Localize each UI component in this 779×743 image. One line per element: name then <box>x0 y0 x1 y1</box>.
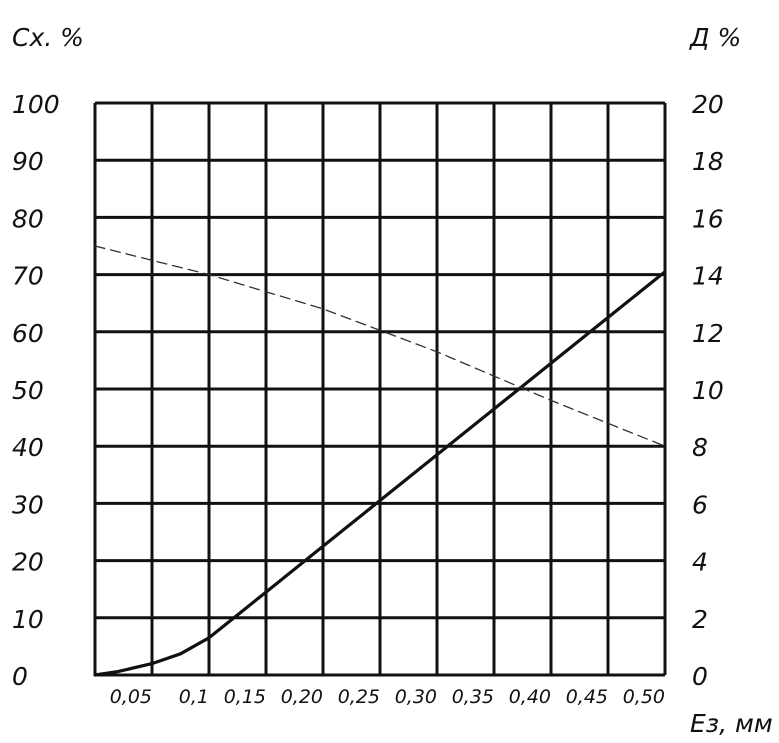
right-tick-label: 16 <box>692 204 724 233</box>
series-line-solid <box>93 270 667 677</box>
x-tick-label: 0,40 <box>509 686 551 708</box>
left-tick-label: 10 <box>12 605 44 634</box>
x-tick-label: 0,50 <box>623 686 665 708</box>
x-axis-title: Eз, мм <box>690 709 773 738</box>
right-tick-label: 6 <box>692 490 708 519</box>
left-tick-label: 50 <box>12 376 44 405</box>
left-tick-label: 20 <box>12 548 44 577</box>
x-tick-label: 0,45 <box>566 686 608 708</box>
grid <box>93 101 667 677</box>
x-tick-label: 0,20 <box>281 686 323 708</box>
right-tick-label: 20 <box>692 90 724 119</box>
x-tick-label: 0,05 <box>110 686 152 708</box>
right-tick-label: 18 <box>692 147 724 176</box>
right-tick-label: 0 <box>692 662 708 691</box>
left-tick-label: 70 <box>12 262 44 291</box>
right-axis-title: Д % <box>689 23 741 52</box>
x-tick-label: 0,35 <box>452 686 494 708</box>
x-tick-label: 0,25 <box>338 686 380 708</box>
right-tick-label: 2 <box>692 605 708 634</box>
series-line-dashed <box>94 245 666 447</box>
right-tick-label: 4 <box>692 548 708 577</box>
left-tick-label: 0 <box>12 662 28 691</box>
x-tick-label: 0,1 <box>179 686 209 708</box>
x-tick-label: 0,15 <box>224 686 266 708</box>
left-tick-label: 100 <box>12 90 60 119</box>
x-tick-label: 0,30 <box>395 686 437 708</box>
left-tick-label: 90 <box>12 147 44 176</box>
left-axis-title: Сх. % <box>12 23 84 52</box>
right-tick-label: 12 <box>692 319 724 348</box>
right-tick-label: 8 <box>692 433 708 462</box>
left-tick-label: 60 <box>12 319 44 348</box>
series-layer <box>93 245 667 677</box>
tick-labels: 0 10 20 30 40 50 60 70 80 90 100 0 2 4 6 8 10 12 14 16 18 20 0… <box>12 90 724 708</box>
left-tick-label: 30 <box>12 490 44 519</box>
right-tick-label: 10 <box>692 376 724 405</box>
left-tick-label: 80 <box>12 204 44 233</box>
left-tick-label: 40 <box>12 433 44 462</box>
right-tick-label: 14 <box>692 262 724 291</box>
